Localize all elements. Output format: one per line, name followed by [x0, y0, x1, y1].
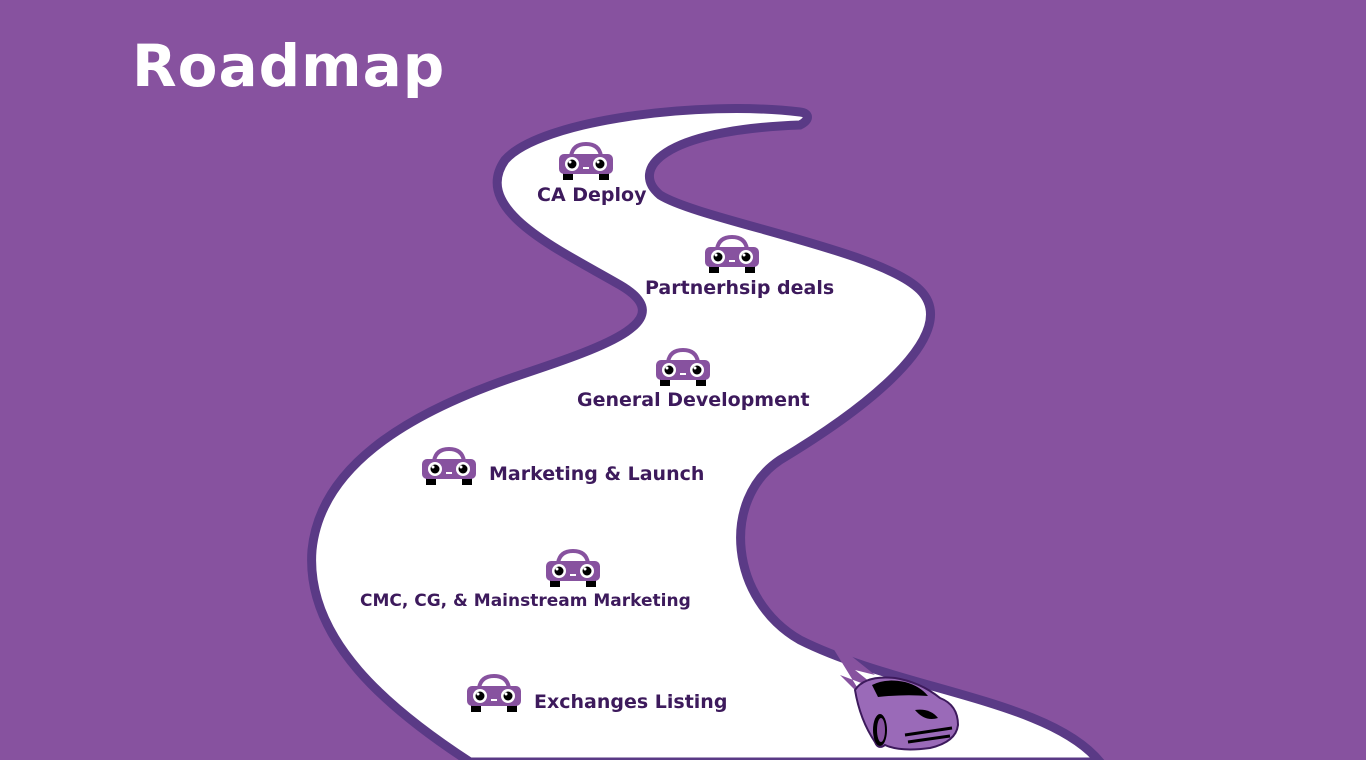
milestone-label: Exchanges Listing	[534, 691, 728, 713]
car-icon	[544, 547, 602, 589]
milestone-label: CA Deploy	[537, 184, 647, 206]
milestone-label: CMC, CG, & Mainstream Marketing	[360, 591, 691, 611]
car-icon	[654, 346, 712, 388]
milestone-label: Marketing & Launch	[489, 463, 705, 485]
car-icon	[703, 233, 761, 275]
page-title: Roadmap	[132, 32, 446, 100]
car-icon	[420, 445, 478, 487]
milestone-label: Partnerhsip deals	[645, 277, 835, 299]
car-icon	[465, 672, 523, 714]
sports-car-icon	[825, 635, 960, 751]
milestone-label: General Development	[577, 389, 810, 411]
car-icon	[557, 140, 615, 182]
